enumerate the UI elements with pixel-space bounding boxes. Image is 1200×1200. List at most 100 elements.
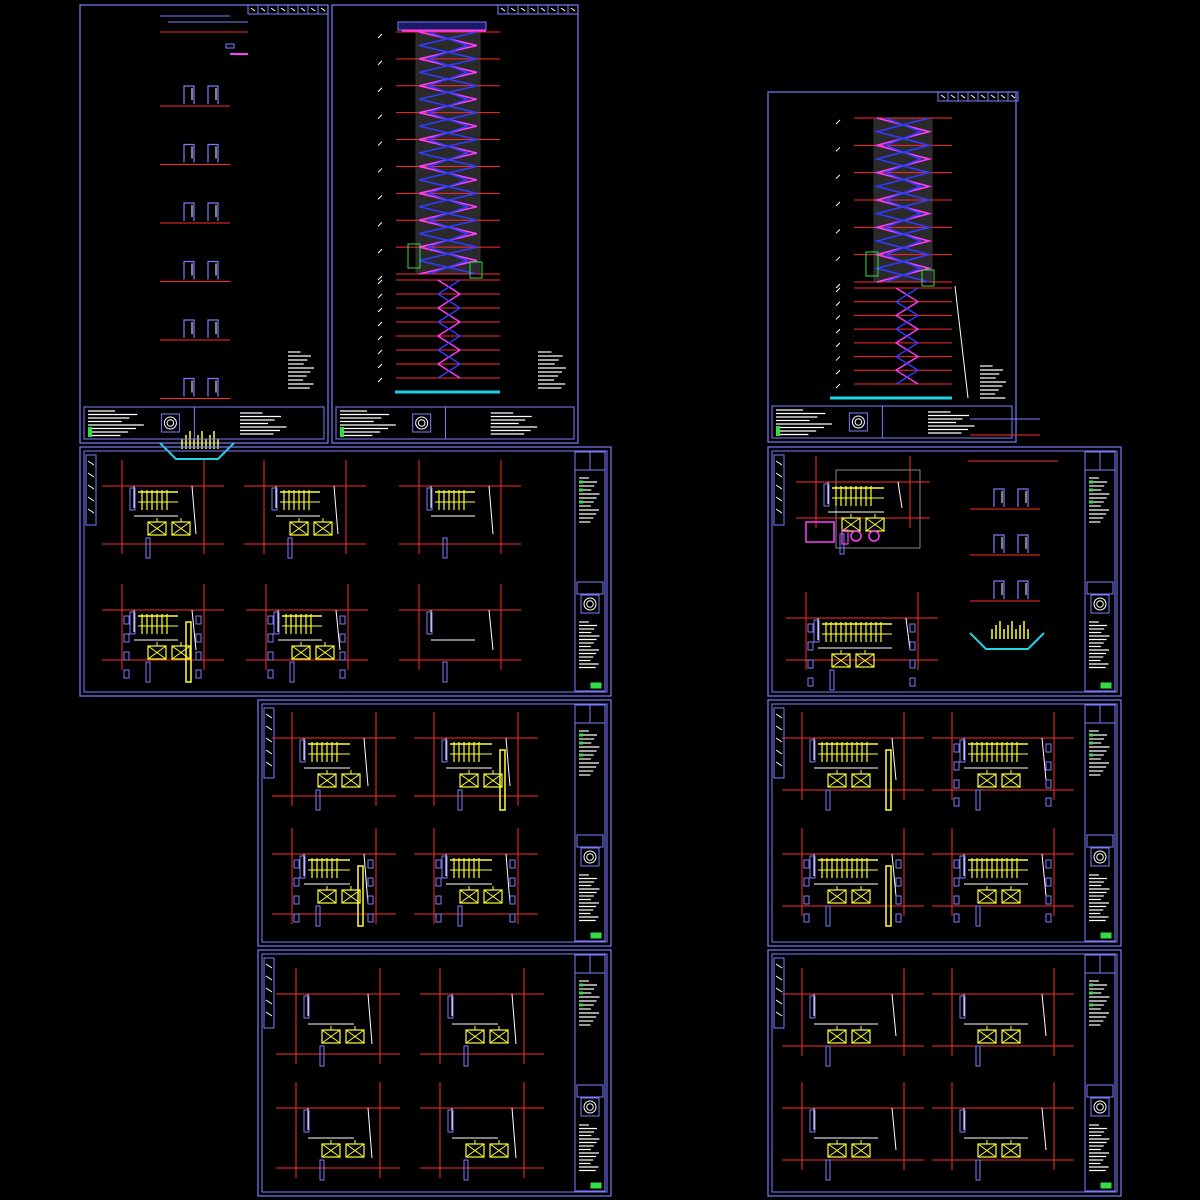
equipment-rack bbox=[818, 858, 878, 878]
sheet-border bbox=[79, 4, 329, 444]
general-notes bbox=[538, 351, 566, 389]
walls bbox=[426, 609, 494, 683]
title-block bbox=[574, 954, 606, 1192]
window-unit-icon bbox=[207, 143, 219, 163]
equipment-rack bbox=[968, 742, 1028, 762]
sheet-info-text bbox=[579, 874, 600, 922]
window-unit-icon bbox=[993, 580, 1005, 599]
company-logo-icon bbox=[1090, 594, 1110, 614]
walls bbox=[447, 993, 517, 1067]
sheet-info-text bbox=[928, 411, 975, 434]
sheet-info-text bbox=[1089, 621, 1110, 669]
sheet-plans-row-a-left bbox=[79, 446, 612, 697]
sheet-plans-row-c-right bbox=[767, 949, 1122, 1197]
sheet-plans-row-b-left bbox=[257, 699, 612, 947]
equipment-rack bbox=[450, 742, 492, 762]
floor-plan bbox=[796, 456, 930, 555]
floor-plan bbox=[102, 584, 224, 683]
sheet-elevation-1 bbox=[79, 4, 329, 460]
walls bbox=[953, 853, 1052, 927]
air-handler-units bbox=[459, 886, 503, 904]
walls bbox=[303, 1107, 373, 1181]
duct-transition bbox=[469, 261, 483, 279]
sheet-plans-row-b-right bbox=[767, 699, 1122, 947]
air-handler-units bbox=[841, 514, 885, 532]
notes-text bbox=[1089, 477, 1110, 523]
window-unit-icon bbox=[183, 143, 195, 163]
control-panel bbox=[805, 521, 835, 543]
equipment-rack bbox=[822, 622, 892, 642]
approval-stamp bbox=[590, 682, 602, 689]
revision-boxes bbox=[937, 91, 1019, 102]
window-unit-icon bbox=[183, 377, 195, 397]
company-logo-icon bbox=[1090, 1097, 1110, 1117]
floor-plan bbox=[399, 460, 521, 559]
window-unit-icon bbox=[183, 319, 195, 338]
walls bbox=[303, 993, 373, 1067]
floor-plan bbox=[782, 1082, 924, 1181]
floor-plan bbox=[420, 968, 544, 1067]
equipment-rack bbox=[138, 614, 178, 634]
floor-plan bbox=[782, 828, 924, 927]
binding-strip bbox=[773, 957, 785, 1029]
approval-stamp bbox=[590, 1182, 602, 1189]
notes-text bbox=[579, 477, 600, 523]
walls bbox=[435, 853, 516, 927]
sheet-info-text bbox=[1089, 1124, 1110, 1172]
window-unit-icon bbox=[993, 488, 1005, 507]
binding-strip bbox=[85, 454, 97, 526]
window-unit-icon bbox=[183, 85, 195, 104]
sheet-plans-row-c-left bbox=[257, 949, 612, 1197]
pump-icon bbox=[868, 530, 880, 542]
general-notes bbox=[288, 351, 315, 389]
air-handler-units bbox=[977, 1026, 1021, 1044]
sheet-info-text bbox=[490, 412, 538, 435]
pipe-run bbox=[894, 287, 920, 385]
sheet-border bbox=[79, 446, 612, 697]
walls bbox=[299, 737, 369, 811]
riser-diagram bbox=[835, 117, 952, 389]
equipment-rack bbox=[282, 614, 322, 634]
floor-plan bbox=[932, 968, 1074, 1067]
pipe-run bbox=[873, 117, 933, 283]
window-unit-icon bbox=[1017, 580, 1029, 599]
walls bbox=[953, 737, 1052, 811]
floor-plan bbox=[782, 712, 924, 811]
air-handler-units bbox=[465, 1140, 509, 1158]
riser-shaft bbox=[885, 865, 892, 927]
equipment-room-plan bbox=[796, 456, 930, 555]
floor-plan bbox=[414, 712, 538, 811]
company-logo-icon bbox=[580, 594, 600, 614]
walls bbox=[809, 1107, 897, 1181]
equipment-rack bbox=[280, 490, 320, 510]
air-handler-units bbox=[147, 642, 191, 660]
notes-text bbox=[579, 730, 600, 776]
air-handler-units bbox=[465, 1026, 509, 1044]
air-handler-units bbox=[827, 886, 871, 904]
floor-plan bbox=[399, 584, 521, 683]
equipment-rack bbox=[435, 490, 475, 510]
title-block bbox=[1084, 451, 1116, 692]
window-unit-icon bbox=[993, 534, 1005, 553]
duct-transition bbox=[407, 243, 421, 269]
sheet-border bbox=[257, 949, 612, 1197]
approval-stamp bbox=[1100, 932, 1112, 939]
air-handler-units bbox=[317, 770, 361, 788]
floor-plan bbox=[246, 584, 368, 683]
pipe-run bbox=[419, 31, 477, 275]
walls bbox=[129, 485, 197, 559]
sump-basin bbox=[969, 621, 1045, 650]
window-unit-icon bbox=[207, 85, 219, 104]
title-block bbox=[574, 704, 606, 942]
binding-strip bbox=[773, 454, 785, 526]
sheet-info-text bbox=[579, 621, 600, 669]
equipment-rack bbox=[308, 742, 350, 762]
floor-plan bbox=[782, 968, 924, 1067]
notes-text bbox=[579, 980, 600, 1026]
pipe-run bbox=[873, 117, 933, 283]
window-unit-icon bbox=[207, 377, 219, 397]
company-logo-icon bbox=[580, 847, 600, 867]
air-handler-units bbox=[321, 1026, 365, 1044]
floor-plan bbox=[102, 460, 224, 559]
window-unit-icon bbox=[207, 319, 219, 338]
